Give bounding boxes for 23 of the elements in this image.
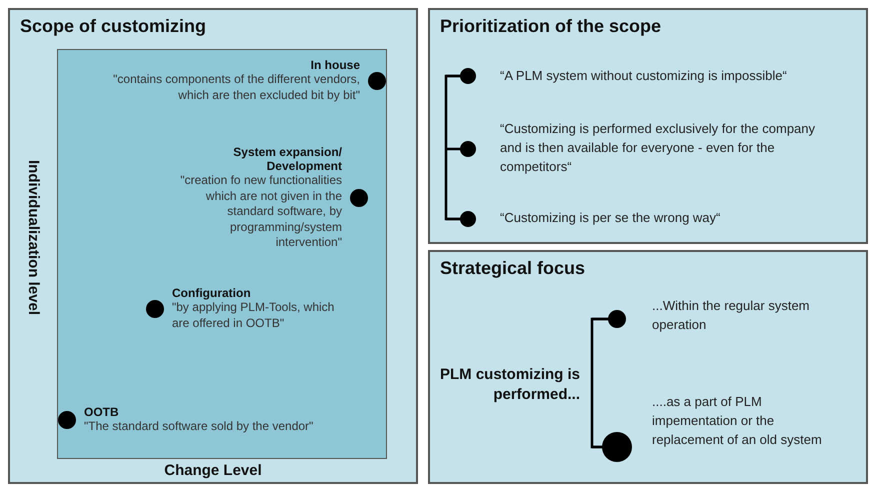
item-description: "by applying PLM-Tools, which are offered in OOTB" [172, 300, 336, 332]
quote-text: “A PLM system without customizing is impossible“ [500, 67, 788, 85]
item-heading: OOTB [84, 405, 120, 419]
axis-label: Change Level [163, 461, 263, 481]
item-description: "contains components of the different vendors, which are then excluded bit by bit" [112, 72, 360, 104]
chart-area [57, 49, 387, 459]
axis-label: Individualization level [24, 160, 43, 316]
item-heading: Configuration [172, 286, 252, 300]
quote-text: ....as a part of PLM impementation or the replacement of an old system [652, 393, 823, 449]
item-heading: In house [310, 58, 360, 72]
quote-text: “Customizing is per se the wrong way“ [500, 209, 722, 227]
panel-title: Strategical focus [440, 258, 586, 279]
item-description: "creation fo new functionalities which are not given in the standard software, by programming/system intervention" [179, 173, 342, 251]
focus-statement: PLM customizing is performed... [438, 365, 580, 404]
quote-text: “Customizing is performed exclusively for the company and is then available for everyone - even for the competitors“ [500, 120, 816, 176]
panel [428, 8, 868, 244]
item-description: "The standard software sold by the vendor" [84, 419, 314, 435]
panel-title: Scope of customizing [20, 16, 206, 37]
panel-title: Prioritization of the scope [440, 16, 662, 37]
quote-text: ...Within the regular system operation [652, 297, 810, 334]
panel [428, 250, 868, 484]
item-heading: System expansion/ Development [232, 145, 342, 173]
panel [8, 8, 418, 484]
